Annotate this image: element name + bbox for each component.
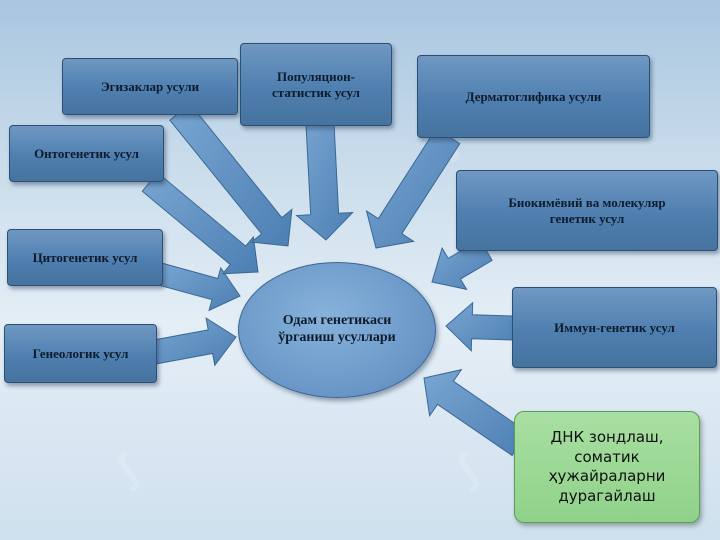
arrow-from-twins — [169, 103, 293, 247]
method-box-biochemical: Биокимёвий ва молекуляр генетик усул — [456, 170, 718, 251]
method-label: Эгизаклар усули — [100, 78, 200, 94]
method-label: Иммун-генетик усул — [554, 319, 675, 335]
dna-box-line: ҳужайраларни — [548, 467, 666, 485]
dna-box-line: ДНК зондлаш, — [550, 428, 664, 446]
center-ellipse: Одам генетикаси ўрганиш усуллари — [238, 262, 436, 398]
dna-probing-box: ДНК зондлаш, соматик ҳужайраларни дурага… — [514, 411, 700, 523]
method-box-genealogy: Генеологик усул — [4, 324, 157, 383]
center-title-line: Одам генетикаси — [282, 313, 392, 329]
method-label: Генеологик усул — [32, 345, 129, 361]
method-box-immunogenetic: Иммун-генетик усул — [512, 287, 717, 368]
arrow-from-cytogenetic — [156, 262, 241, 312]
method-label: Онтогенетик усул — [34, 145, 139, 161]
method-label-line: статистик усул — [272, 84, 360, 100]
arrow-from-dermatoglyphics — [365, 127, 461, 249]
center-title-line: ўрганиш усуллари — [278, 330, 396, 345]
method-box-cytogenetic: Цитогенетик усул — [7, 229, 163, 286]
arrow-from-population — [295, 122, 354, 241]
dna-box-line: соматик — [574, 447, 640, 466]
method-label-line: Биокимёвий ва молекуляр — [508, 194, 666, 210]
arrow-from-biochemical — [431, 239, 493, 291]
arrow-from-ontogenetic — [141, 172, 259, 275]
method-box-twins: Эгизаклар усули — [62, 58, 238, 115]
method-box-population: Популяцион- статистик усул — [240, 43, 392, 126]
method-label-line: Популяцион- — [277, 68, 355, 84]
arrow-from-immunogenetic — [445, 301, 515, 352]
method-label: Дерматоглифика усули — [465, 88, 602, 104]
method-box-dermatoglyphics: Дерматоглифика усули — [417, 55, 650, 138]
method-label: Цитогенетик усул — [32, 249, 138, 265]
arrow-from-genealogy — [152, 317, 237, 367]
method-box-ontogenetic: Онтогенетик усул — [9, 125, 164, 182]
arrow-from-dna-box — [423, 368, 529, 457]
dna-box-line: дурагайлаш — [558, 486, 656, 505]
method-label-line: генетик усул — [549, 210, 625, 226]
